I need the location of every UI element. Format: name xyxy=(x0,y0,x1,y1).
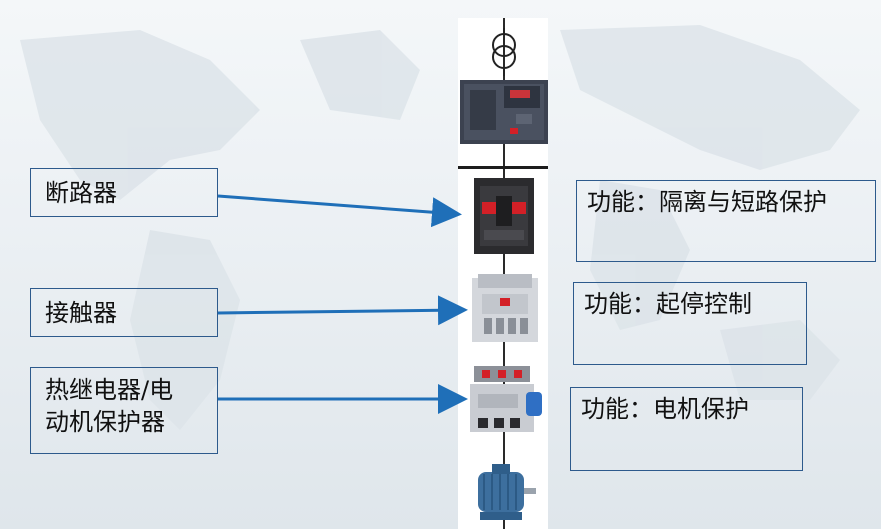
contactor-image xyxy=(472,274,538,342)
function-breaker: 功能：隔离与短路保护 xyxy=(576,180,876,262)
label-contactor-text: 接触器 xyxy=(45,299,117,327)
air-circuit-breaker-image xyxy=(460,80,548,144)
label-breaker-text: 断路器 xyxy=(45,179,117,207)
thermal-relay-image xyxy=(470,366,542,432)
label-breaker: 断路器 xyxy=(30,168,218,217)
arrow-contactor xyxy=(217,295,468,326)
motor-image xyxy=(478,464,536,520)
circuit-breaker-image xyxy=(474,178,534,254)
label-relay-line2: 动机保护器 xyxy=(45,408,165,436)
function-relay: 功能：电机保护 xyxy=(570,387,803,471)
function-breaker-text: 功能：隔离与短路保护 xyxy=(587,188,827,216)
function-relay-text: 功能：电机保护 xyxy=(581,395,749,423)
label-relay: 热继电器/电 动机保护器 xyxy=(30,367,218,454)
label-relay-line1: 热继电器/电 xyxy=(45,376,174,404)
label-contactor: 接触器 xyxy=(30,288,218,337)
transformer-icon xyxy=(492,28,516,76)
arrow-breaker xyxy=(217,194,462,228)
circuit-line xyxy=(503,18,505,529)
function-contactor: 功能：起停控制 xyxy=(573,282,807,365)
busbar xyxy=(458,166,548,169)
function-contactor-text: 功能：起停控制 xyxy=(584,290,752,318)
